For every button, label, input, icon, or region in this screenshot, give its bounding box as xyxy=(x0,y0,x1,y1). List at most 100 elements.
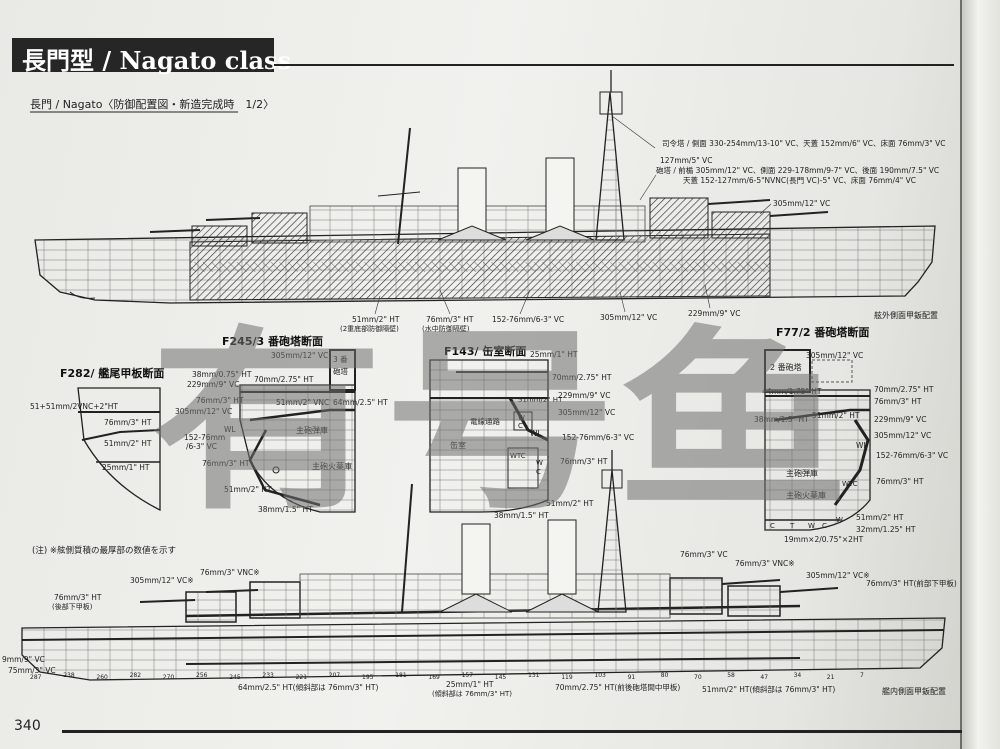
frame-number: 7 xyxy=(860,672,864,679)
f245-label: 305mm/12" VC xyxy=(175,407,232,416)
f245-label: 砲塔 xyxy=(333,366,348,376)
frame-number: 287 xyxy=(30,674,42,681)
frame-number: 282 xyxy=(130,672,142,679)
f77-label: 305mm/12" VC xyxy=(806,351,863,360)
top-label: 152-76mm/6-3" VC xyxy=(492,315,564,324)
f77-label: W xyxy=(808,522,815,530)
f245-label: 76mm/3" HT xyxy=(202,459,250,468)
frame-number: 195 xyxy=(362,674,374,681)
f143-label: C xyxy=(518,422,523,430)
section-title: F143/ 缶室断面 xyxy=(444,344,526,358)
f77-label: 19mm×2/0.75"×2HT xyxy=(784,535,864,544)
bottom-label: (後部下甲板) xyxy=(52,602,93,611)
f77-label: 51mm/2" HT xyxy=(812,411,860,420)
watermark: 有号鱼 xyxy=(150,309,850,536)
section-title: F282/ 艦尾甲板断面 xyxy=(60,366,164,380)
f77-label: 152-76mm/6-3" VC xyxy=(876,451,948,460)
next-page-edge xyxy=(960,0,1000,749)
bottom-turret-4 xyxy=(185,591,237,623)
frame-number: 47 xyxy=(760,674,768,681)
top-label: 229mm/9" VC xyxy=(688,309,740,318)
top-label: 砲塔 / 前楯 305mm/12" VC、側面 229-178mm/9-7" V… xyxy=(656,165,939,175)
diagram-subtitle: 長門 / Nagato〈防御配置図・新造完成時 1/2〉 xyxy=(30,97,274,111)
f143-label: WL xyxy=(530,429,542,438)
f245-label: WL xyxy=(224,425,236,434)
title-rule xyxy=(274,64,954,66)
f282-label: 25mm/1" HT xyxy=(102,463,150,472)
bottom-label: 64mm/2.5" HT(傾斜部は 76mm/3" HT) xyxy=(238,682,378,692)
top-turret-3 xyxy=(251,212,308,244)
frame-number: 207 xyxy=(329,672,341,679)
frame-number: 256 xyxy=(196,672,208,679)
bottom-rule xyxy=(62,730,962,733)
bottom-label: 305mm/12" VC※ xyxy=(130,576,193,585)
bottom-turret-1 xyxy=(727,585,781,617)
f143-label: 51mm/2" HT xyxy=(518,396,563,404)
frame-number: 245 xyxy=(229,674,241,681)
f77-label: C xyxy=(822,522,827,530)
bottom-label: 76mm/3" VNC※ xyxy=(200,568,260,577)
bottom-label: 51mm/2" HT(傾斜部は 76mm/3" HT) xyxy=(702,684,835,694)
frame-number: 58 xyxy=(727,672,735,679)
frame-number: 119 xyxy=(561,674,573,681)
f245-label: 38mm/0.75" HT xyxy=(192,370,252,379)
f77-label: 51mm/2" HT xyxy=(856,513,904,522)
f77-label: C xyxy=(770,522,775,530)
f245-label: 51mm/2" HT xyxy=(224,485,272,494)
f245-label: 229mm/9" VC xyxy=(187,380,239,389)
frame-number: 238 xyxy=(63,672,75,679)
f77-label: 主砲弾庫 xyxy=(786,468,818,478)
top-main-mast xyxy=(397,127,411,245)
title-banner: 長門型 / Nagato class xyxy=(12,38,291,75)
frame-number: 145 xyxy=(495,674,507,681)
f77-label: 229mm/9" VC xyxy=(874,415,926,424)
frame-number: 260 xyxy=(96,674,108,681)
f143-label: C xyxy=(536,468,541,476)
frame-number: 181 xyxy=(395,672,407,679)
f282-label: 51+51mm/2VNC+2"HT xyxy=(30,402,118,411)
f143-label: 229mm/9" VC xyxy=(558,391,610,400)
f77-label: 38mm/1.5" HT xyxy=(754,415,809,424)
bottom-label: 9mm/9" VC xyxy=(2,655,45,664)
top-turret-1 xyxy=(711,211,771,239)
frame-number: 270 xyxy=(163,674,175,681)
bottom-turret-3 xyxy=(249,581,301,619)
bottom-label: 75mm/3" VC xyxy=(8,666,56,675)
bottom-label: (傾斜部は 76mm/3" HT) xyxy=(432,689,512,698)
f245-label: /6-3" VC xyxy=(186,442,217,451)
f143-label: W xyxy=(536,459,543,467)
top-profile-caption: 舷外側面甲鈑配置 xyxy=(874,310,938,320)
page-title: 長門型 / Nagato class xyxy=(22,46,292,75)
bottom-label: 25mm/1" HT xyxy=(446,680,494,689)
bottom-pagoda-mast xyxy=(597,469,627,613)
top-label: 76mm/3" HT xyxy=(426,315,474,324)
f143-label: W xyxy=(518,414,525,422)
f143-label: 電線通路 xyxy=(470,416,500,426)
top-label: (2重底部防御隔壁) xyxy=(340,324,399,333)
frame-number: 21 xyxy=(827,674,835,681)
top-turret-2 xyxy=(649,197,709,239)
f77-label: T xyxy=(789,522,795,530)
diagram-note: (注) ※舷側質積の最厚部の数値を示す xyxy=(32,545,176,556)
f143-label: 152-76mm/6-3" VC xyxy=(562,433,634,442)
f245-label: 64mm/2.5" HT xyxy=(333,398,388,407)
f77-label: WTC xyxy=(842,480,858,488)
top-label: 司令塔 / 側面 330-254mm/13-10" VC、天蓋 152mm/6"… xyxy=(662,138,946,148)
top-label: 51mm/2" HT xyxy=(352,315,400,324)
bottom-hull-outline xyxy=(21,617,946,681)
f77-label: 76mm/3" HT xyxy=(874,397,922,406)
frame-number: 80 xyxy=(661,672,669,679)
section-f245: F245/3 番砲塔断面 305mm/12" VC 3 番 砲塔 38mm/0.… xyxy=(175,334,388,514)
f245-label: 305mm/12" VC xyxy=(271,351,328,360)
f143-label: 51mm/2" HT xyxy=(546,499,594,508)
top-turret-4 xyxy=(191,225,248,247)
f282-section-outline xyxy=(77,387,161,512)
f245-label: 70mm/2.75" HT xyxy=(254,375,314,384)
bottom-label: 76mm/3" VC xyxy=(680,550,728,559)
f77-label: 305mm/12" VC xyxy=(874,431,931,440)
top-label: 天蓋 152-127mm/6-5"NVNC(長門 VC)-5" VC、床面 76… xyxy=(683,175,916,185)
f143-label: 缶室 xyxy=(450,440,466,450)
